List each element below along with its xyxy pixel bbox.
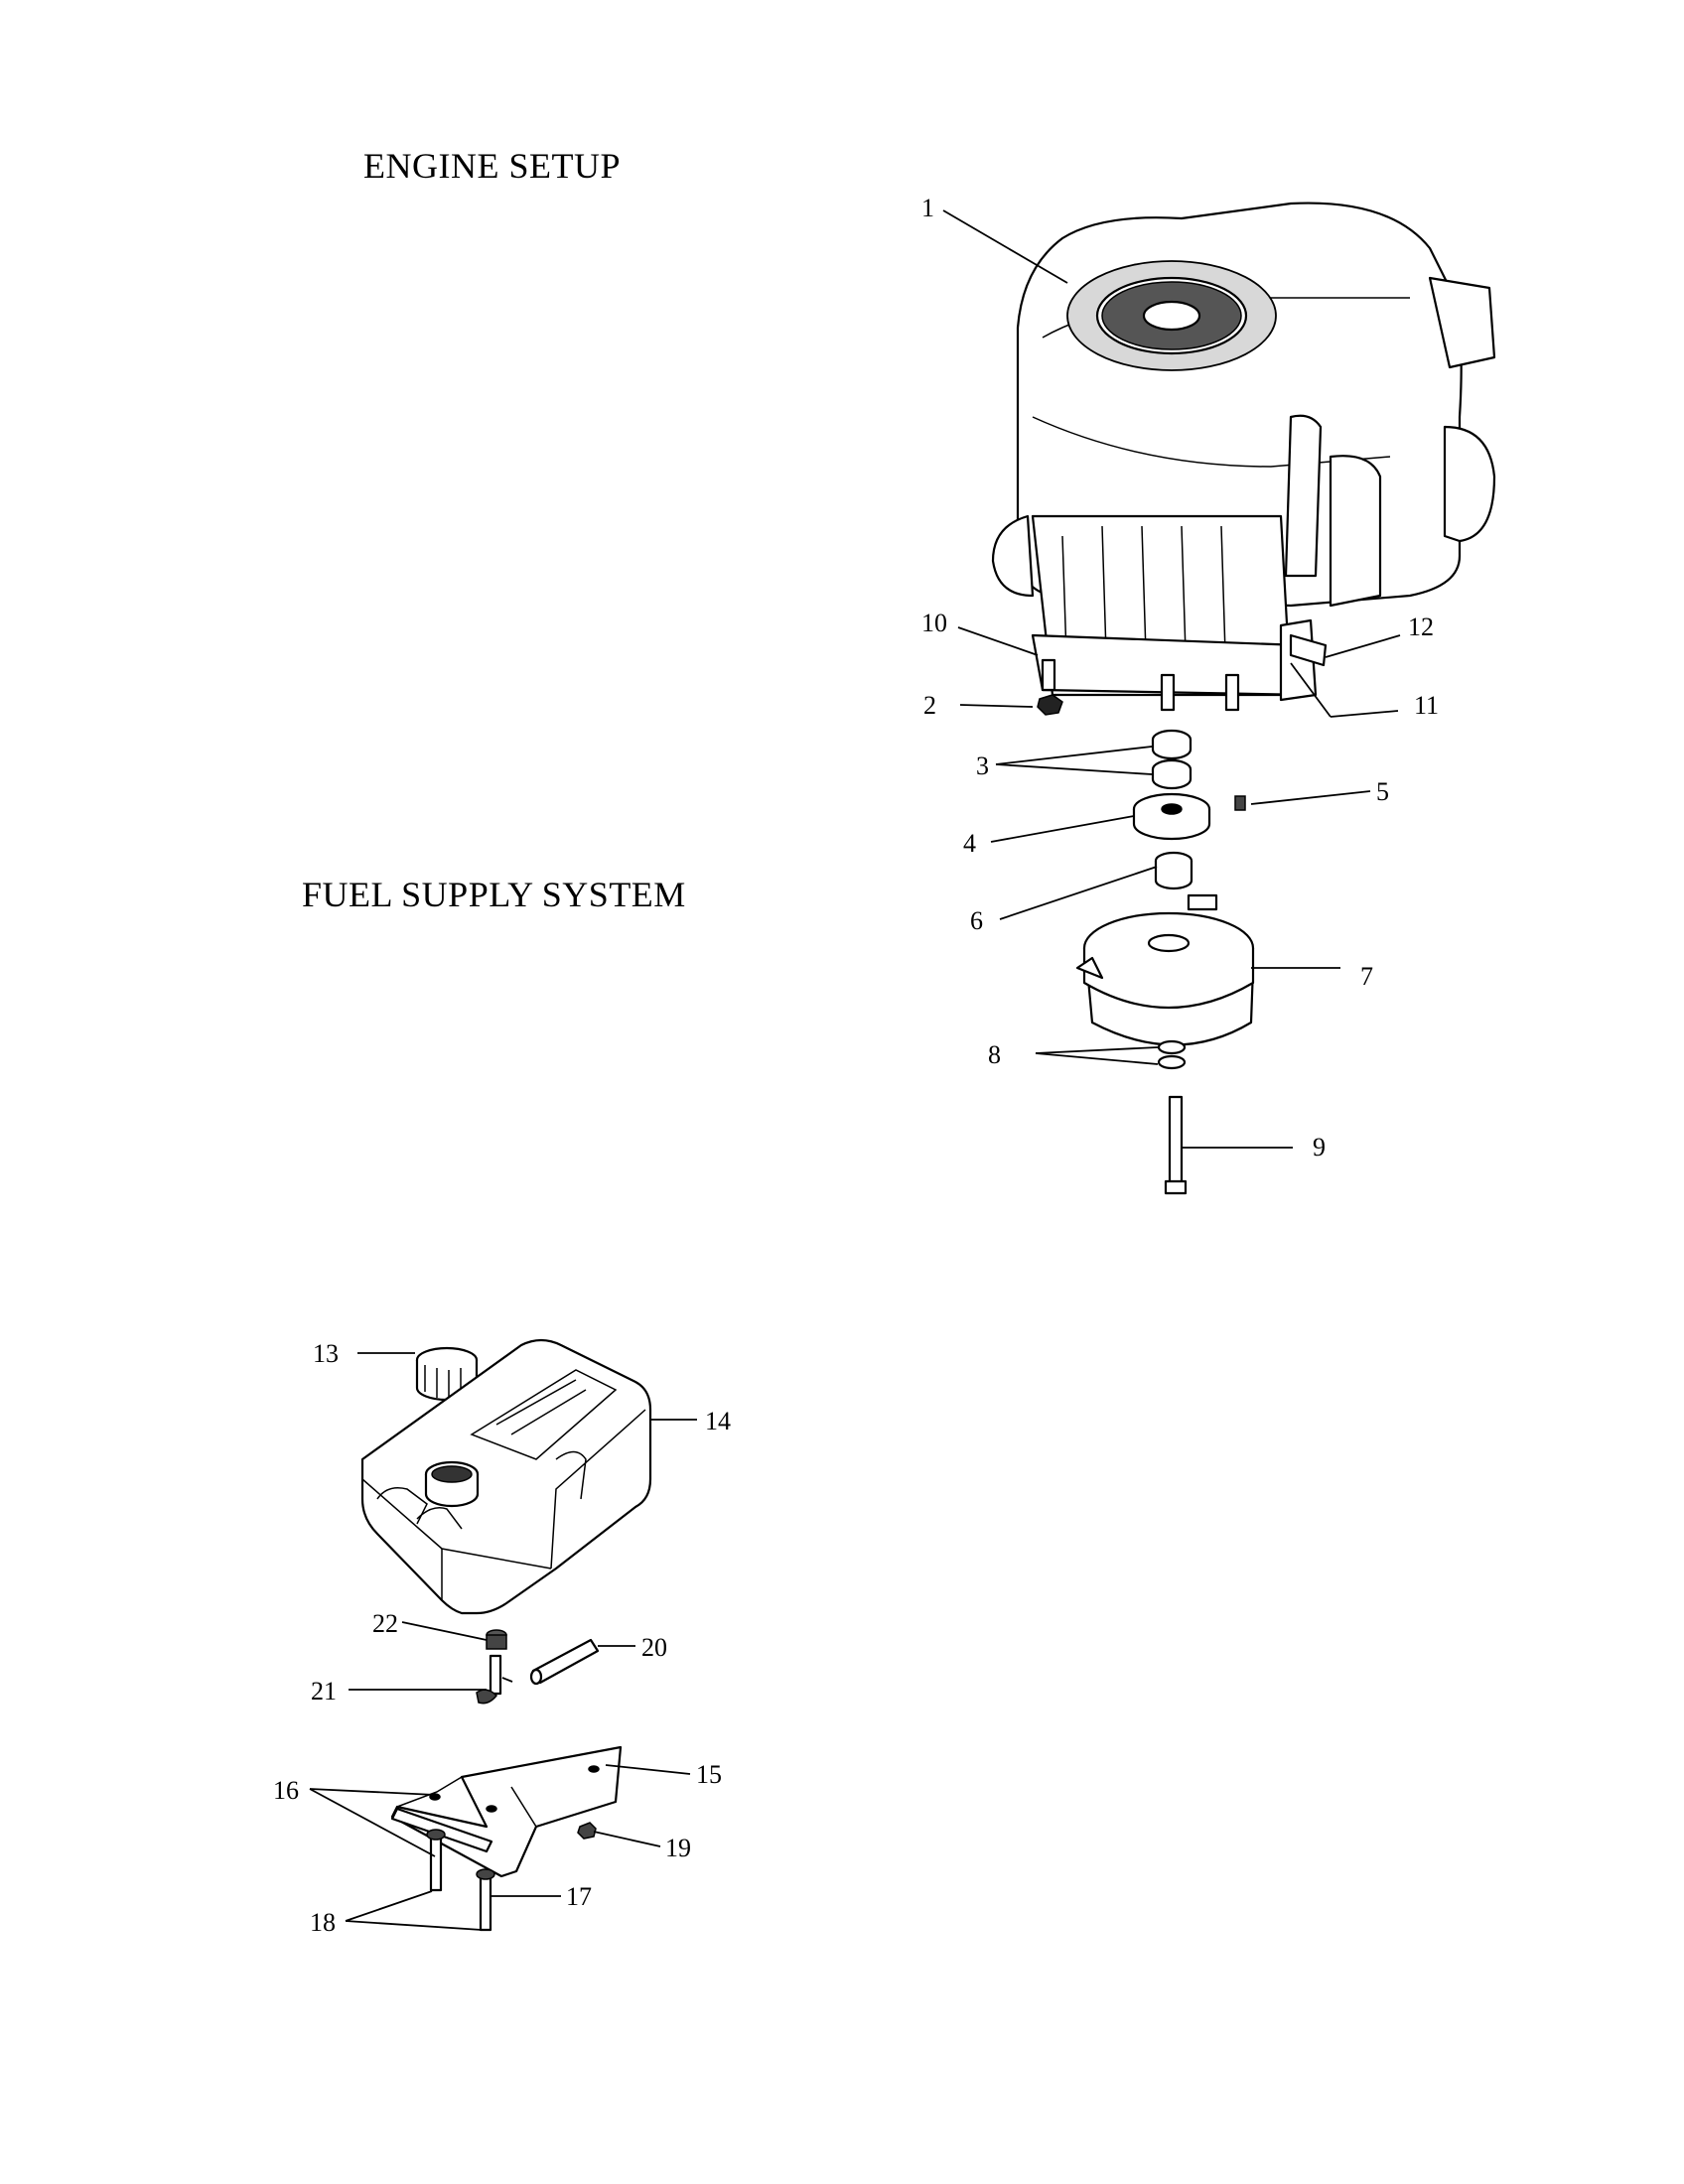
callout-22: 22 xyxy=(372,1609,398,1638)
callout-10: 10 xyxy=(921,609,947,637)
part-8-washers xyxy=(1157,1039,1187,1070)
callout-17: 17 xyxy=(566,1882,592,1911)
bolts-18 xyxy=(426,1829,495,1932)
callout-5: 5 xyxy=(1376,777,1389,806)
fuel-bushing-22 xyxy=(486,1629,507,1650)
engine-illustration xyxy=(991,202,1496,712)
callout-3: 3 xyxy=(976,751,989,780)
part-5-key xyxy=(1234,795,1246,811)
nut-19 xyxy=(577,1822,597,1840)
callout-11: 11 xyxy=(1414,691,1439,720)
callout-15: 15 xyxy=(696,1760,722,1789)
callout-6: 6 xyxy=(970,906,983,935)
part-2-nut xyxy=(1037,694,1063,716)
part-4-pulley xyxy=(1132,792,1211,841)
callout-16: 16 xyxy=(273,1776,299,1805)
callout-18: 18 xyxy=(310,1908,336,1937)
part-9-bolt xyxy=(1164,1095,1188,1195)
tank-bracket-15 xyxy=(390,1745,623,1878)
callout-4: 4 xyxy=(963,829,976,858)
callout-14: 14 xyxy=(705,1407,731,1435)
part-3-spacers xyxy=(1151,729,1193,790)
fuel-tank xyxy=(360,1338,652,1615)
fuel-callouts: 13 14 15 16 17 18 19 20 21 22 xyxy=(273,1339,731,1937)
callout-21: 21 xyxy=(311,1677,337,1706)
callout-9: 9 xyxy=(1313,1133,1326,1161)
engine-leader-lines xyxy=(942,209,1401,1149)
engine-setup-title: ENGINE SETUP xyxy=(363,146,621,186)
callout-13: 13 xyxy=(313,1339,339,1368)
fuel-valve-21 xyxy=(476,1654,513,1705)
engine-callouts: 1 2 3 4 5 6 7 8 9 10 11 12 xyxy=(921,194,1439,1161)
fuel-leader-lines xyxy=(309,1352,697,1931)
fuel-hose-20 xyxy=(529,1638,600,1686)
callout-7: 7 xyxy=(1360,962,1373,991)
callout-12: 12 xyxy=(1408,613,1434,641)
fuel-supply-system-title: FUEL SUPPLY SYSTEM xyxy=(302,875,686,914)
callout-20: 20 xyxy=(641,1633,667,1662)
callout-1: 1 xyxy=(921,194,934,222)
part-6-spacer xyxy=(1154,851,1193,890)
callout-2: 2 xyxy=(923,691,936,720)
callout-8: 8 xyxy=(988,1040,1001,1069)
callout-19: 19 xyxy=(665,1834,691,1862)
part-7-clutch xyxy=(1075,893,1255,1046)
